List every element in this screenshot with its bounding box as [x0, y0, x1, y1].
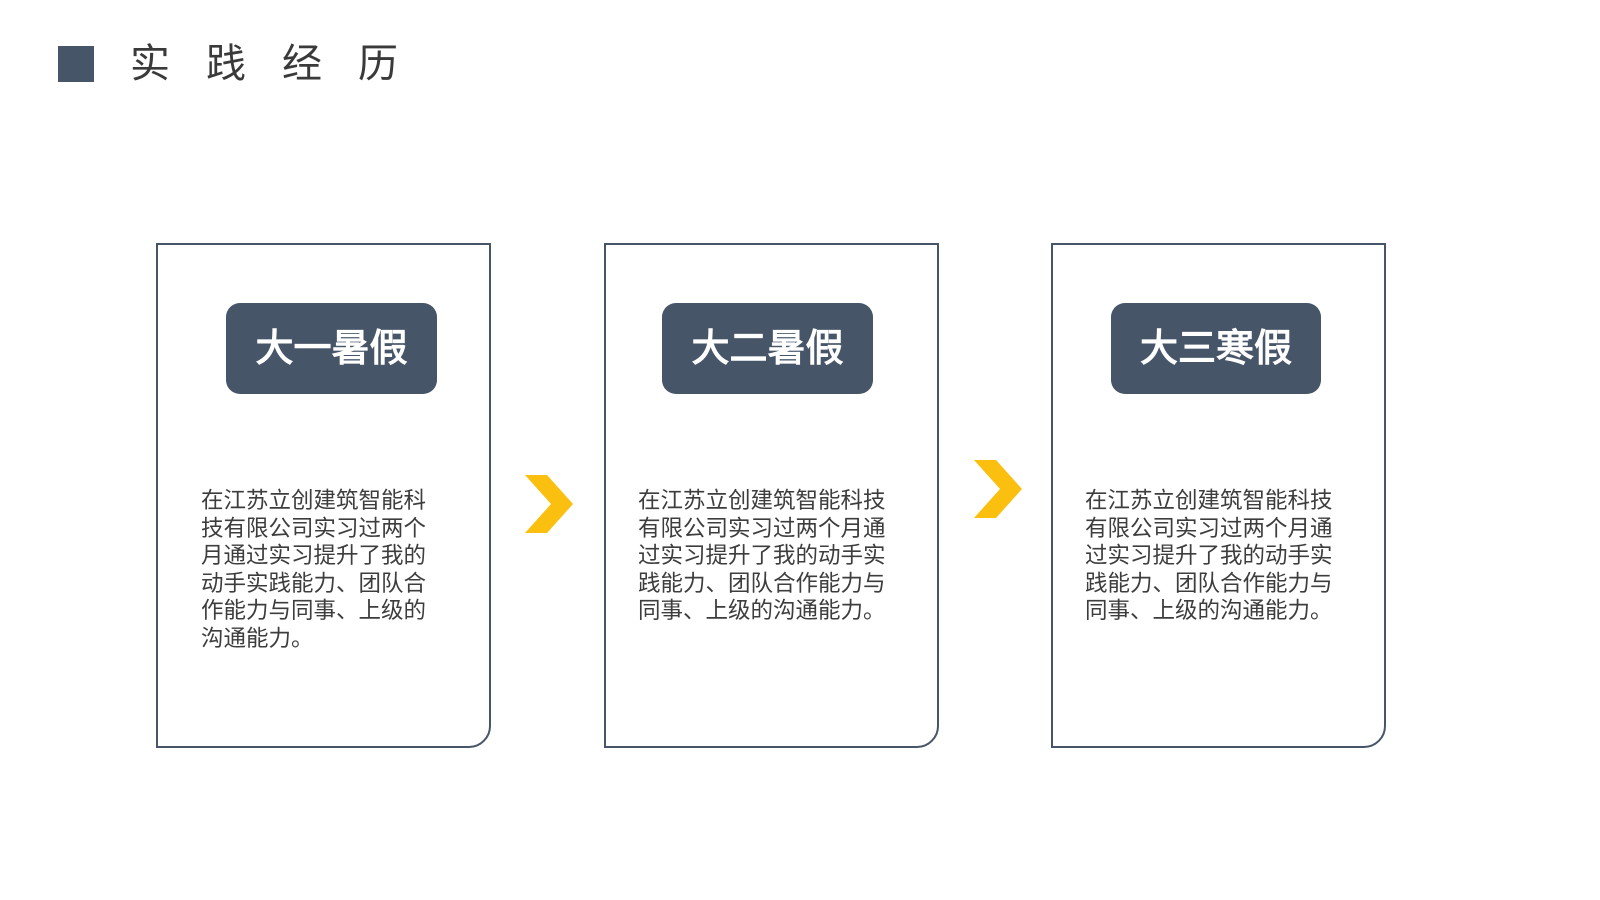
card-description: 在江苏立创建筑智能科技有限公司实习过两个月通过实习提升了我的动手实践能力、团队合…	[1085, 488, 1333, 624]
title-accent-square	[58, 46, 94, 82]
chevron-right-icon	[525, 475, 573, 533]
card-description: 在江苏立创建筑智能科技有限公司实习过两个月通过实习提升了我的动手实践能力、团队合…	[201, 488, 427, 652]
card-description: 在江苏立创建筑智能科技有限公司实习过两个月通过实习提升了我的动手实践能力、团队合…	[638, 488, 886, 624]
card-badge: 大三寒假	[1111, 303, 1321, 394]
timeline-card-2: 大二暑假 在江苏立创建筑智能科技有限公司实习过两个月通过实习提升了我的动手实践能…	[604, 243, 939, 748]
card-badge: 大一暑假	[226, 303, 437, 394]
chevron-right-icon	[974, 460, 1022, 518]
card-badge: 大二暑假	[662, 303, 873, 394]
timeline-card-1: 大一暑假 在江苏立创建筑智能科技有限公司实习过两个月通过实习提升了我的动手实践能…	[156, 243, 491, 748]
page-title: 实践经历	[130, 41, 434, 87]
timeline-card-3: 大三寒假 在江苏立创建筑智能科技有限公司实习过两个月通过实习提升了我的动手实践能…	[1051, 243, 1386, 748]
